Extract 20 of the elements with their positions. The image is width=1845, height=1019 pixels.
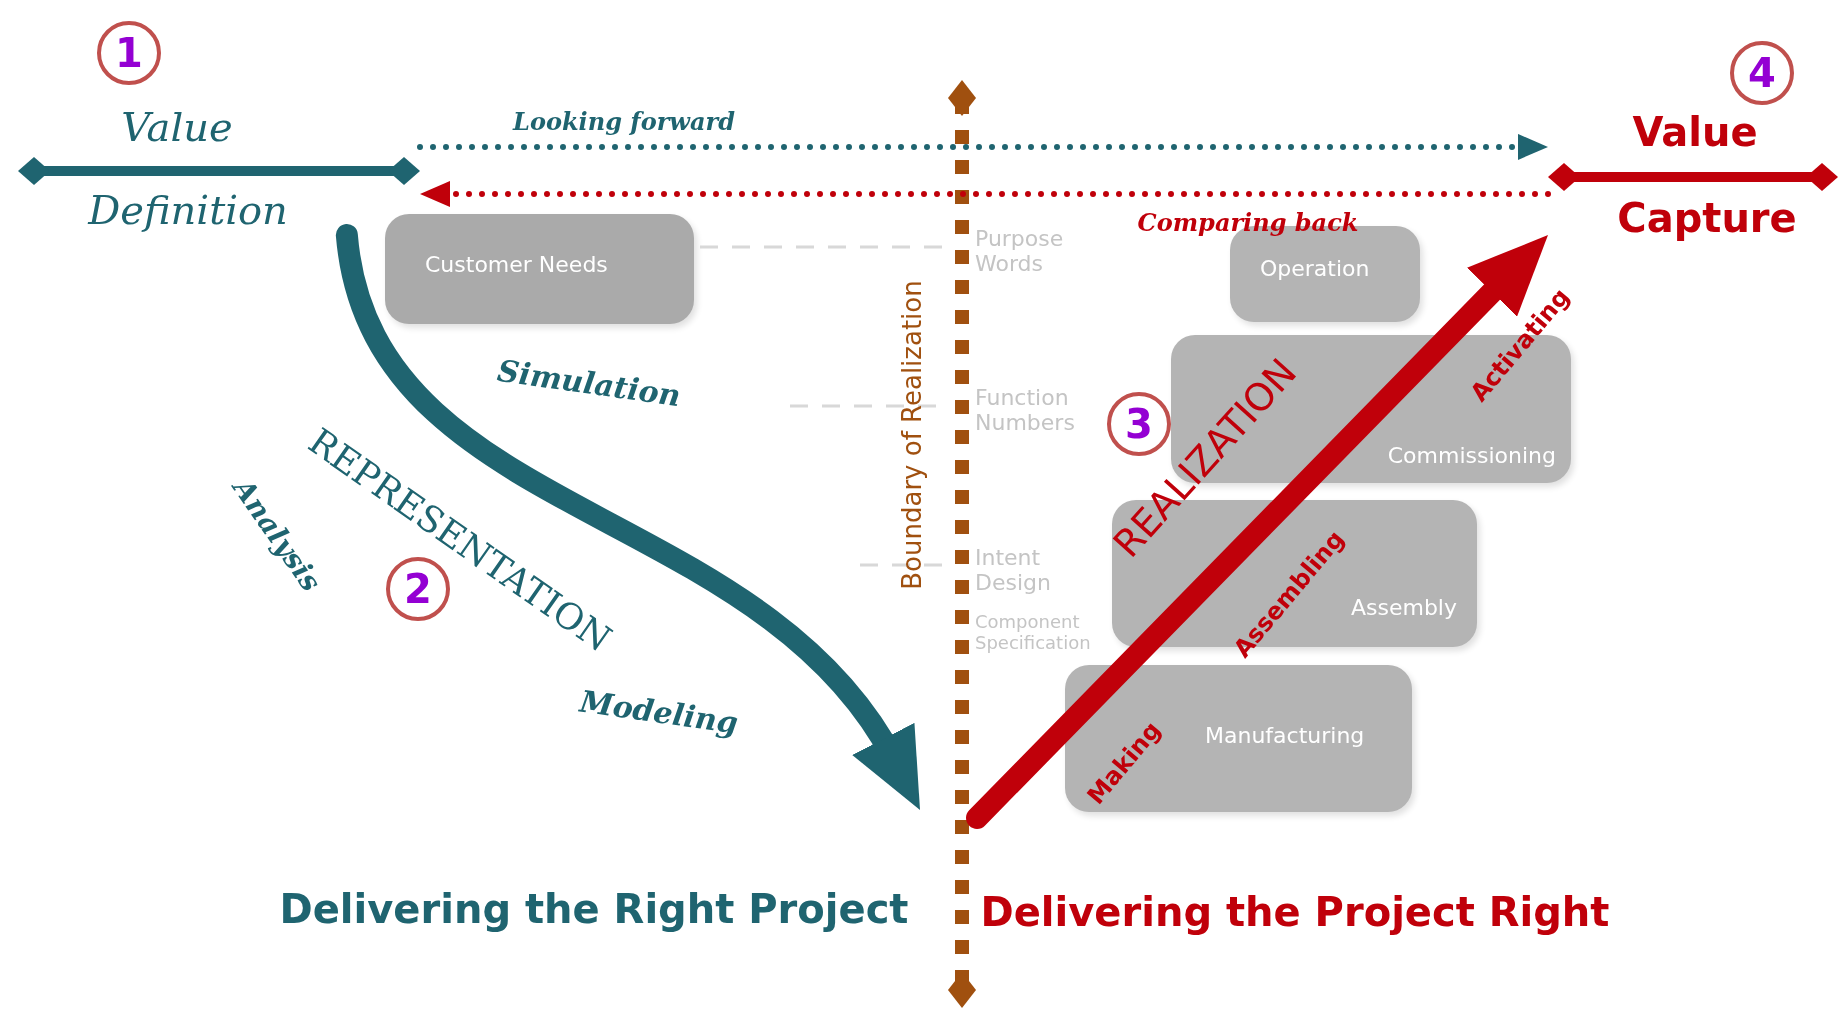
footer-heading: Delivering the Right Project	[279, 886, 909, 932]
dotted-arrow	[420, 181, 1551, 207]
stage-label: Capture	[1617, 195, 1797, 241]
faded-label: Purpose Words	[975, 226, 1065, 277]
edge-label: Looking forward	[513, 106, 735, 136]
stage-label: Definition	[88, 187, 288, 233]
stage-label: Value	[121, 104, 233, 150]
activity-label: Simulation	[495, 352, 683, 414]
stage-label: Value	[1632, 109, 1758, 155]
faded-label: Function Numbers	[975, 385, 1076, 436]
faded-label: Intent Design	[975, 545, 1052, 596]
faded-label: Component Specification	[975, 612, 1092, 654]
activity-label: Modeling	[577, 683, 741, 741]
footer-heading: Delivering the Project Right	[980, 889, 1610, 935]
arrow	[966, 235, 1548, 829]
dotted-arrow	[417, 133, 1548, 160]
step-number: 4	[1730, 41, 1794, 105]
process-box: Customer Needs	[385, 214, 694, 324]
step-number: 1	[97, 21, 161, 85]
boundary-label: Boundary of Realization	[897, 280, 927, 590]
